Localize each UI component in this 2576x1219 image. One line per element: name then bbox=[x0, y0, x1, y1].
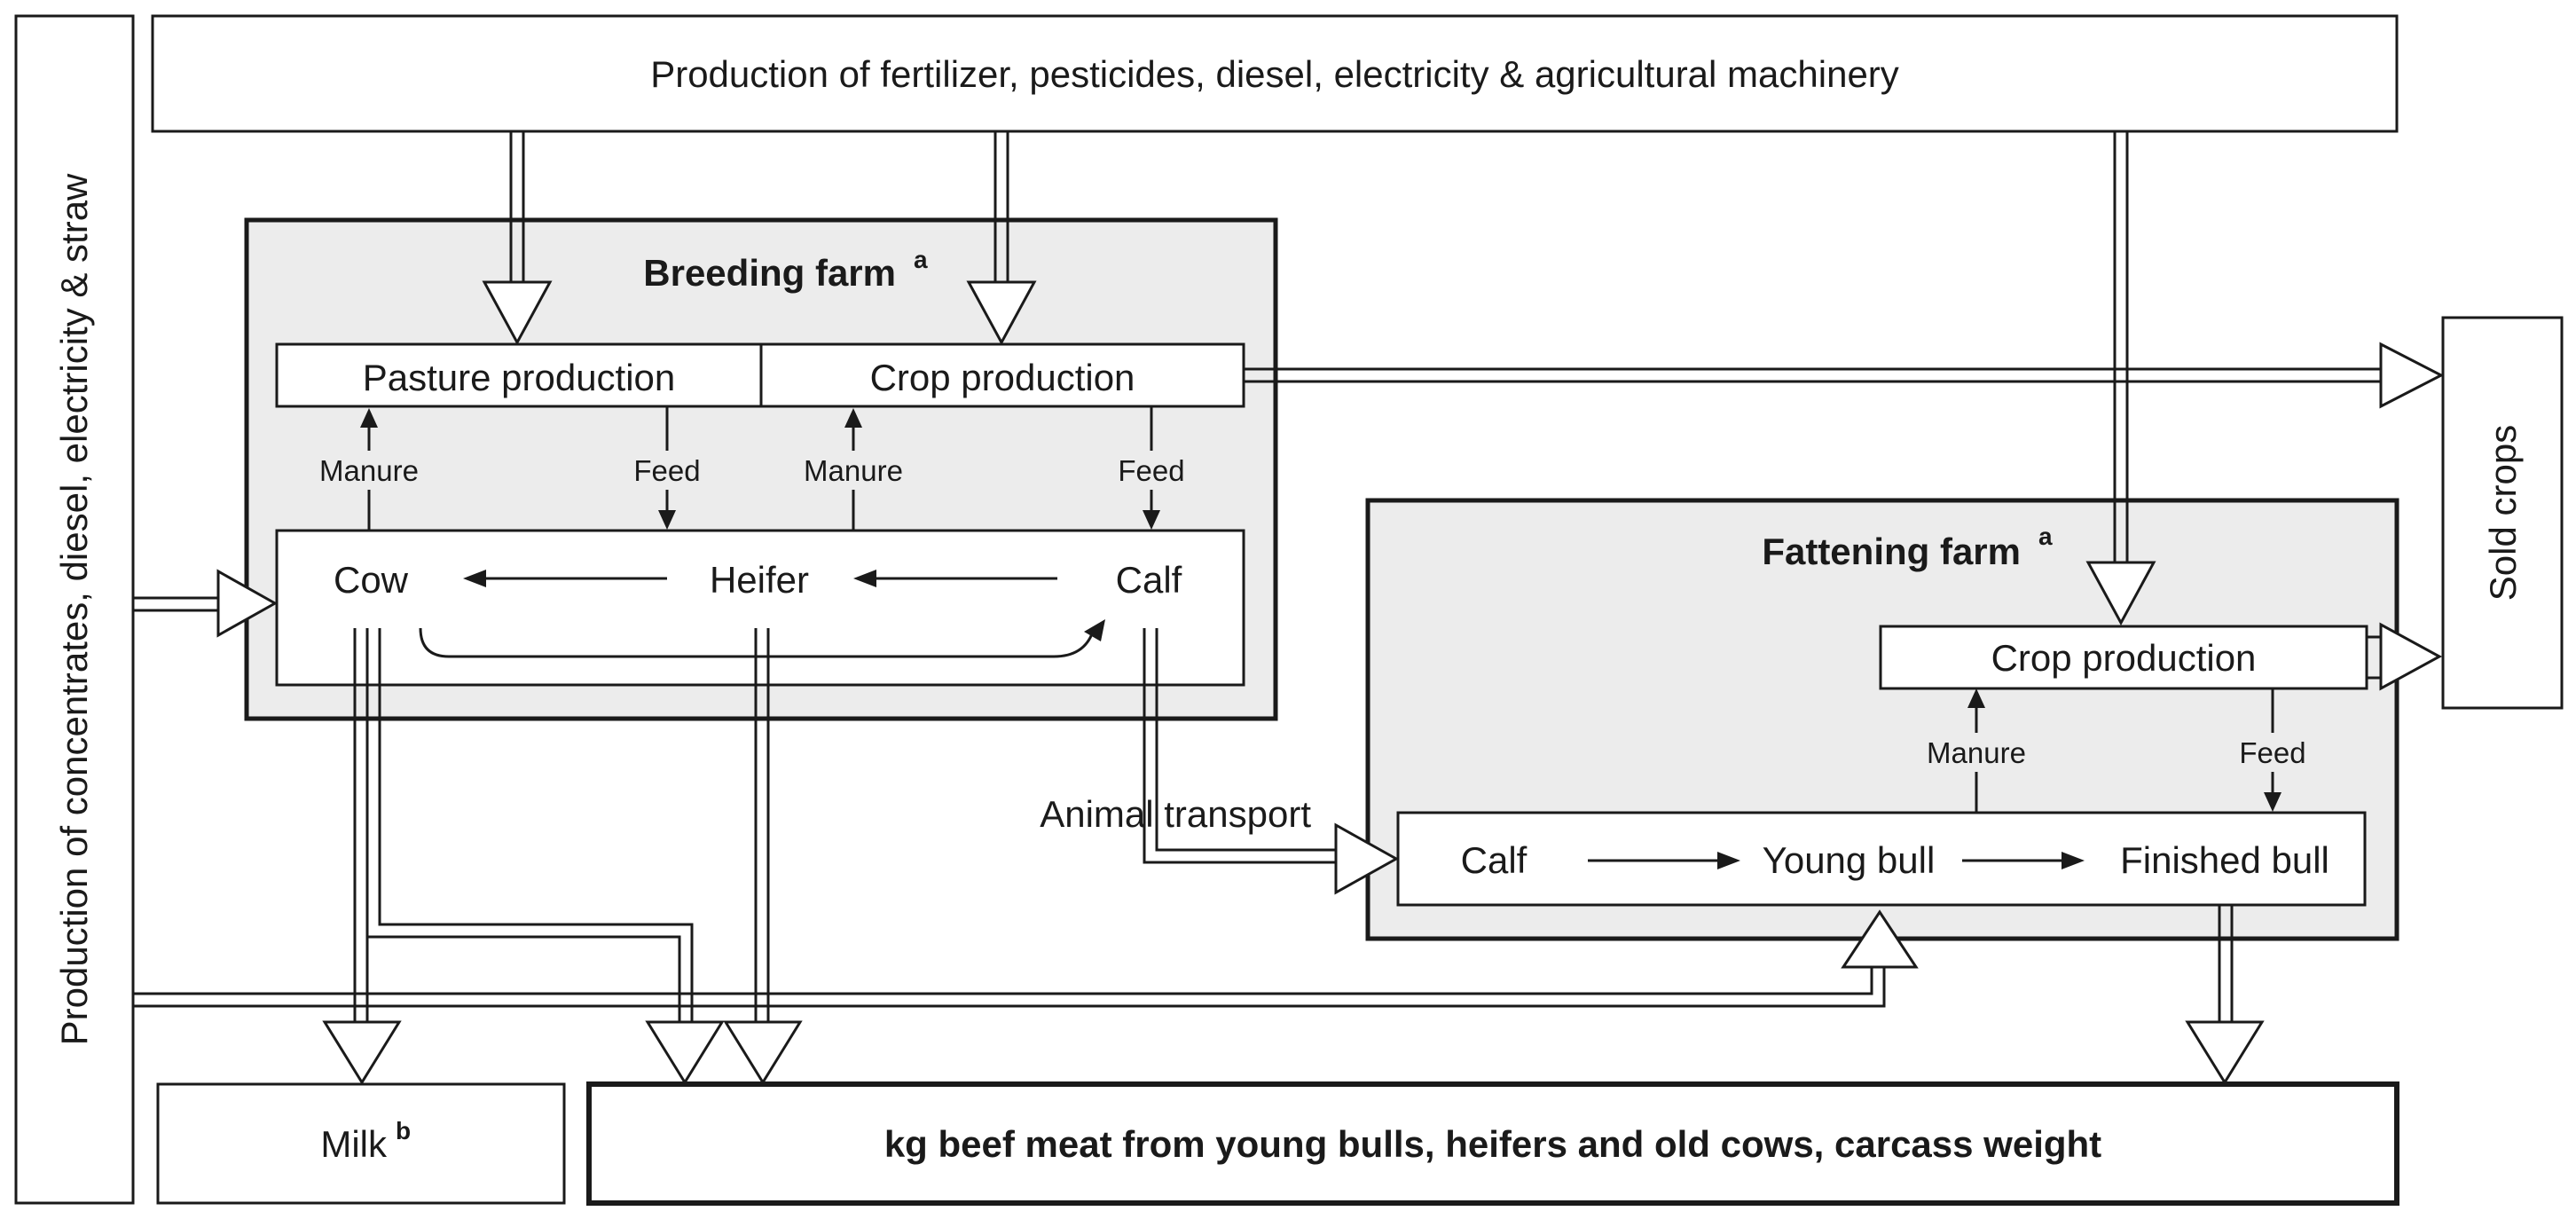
left-input-box: Production of concentrates, diesel, elec… bbox=[14, 14, 135, 1205]
flow-breeding-crop-to-sold bbox=[1244, 342, 2445, 409]
breeding-farm: Breeding farm a Pasture production Crop … bbox=[244, 217, 1278, 721]
beef-output-label: kg beef meat from young bulls, heifers a… bbox=[884, 1123, 2101, 1165]
breeding-crop-production-box bbox=[759, 342, 1245, 408]
flow-left-to-fattening bbox=[133, 909, 1919, 1008]
fattening-calf-label: Calf bbox=[1461, 839, 1528, 881]
breeding-farm-superscript: a bbox=[914, 246, 928, 273]
feed-label-1: Feed bbox=[633, 454, 700, 487]
fattening-farm-title: Fattening farm bbox=[1762, 531, 2021, 572]
top-input-box: Production of fertilizer, pesticides, di… bbox=[151, 14, 2399, 133]
milk-label: Milk bbox=[320, 1123, 388, 1165]
fattening-farm: Fattening farm a Crop production Calf Yo… bbox=[1365, 498, 2399, 941]
breeding-animals-box bbox=[275, 529, 1245, 687]
top-input-label: Production of fertilizer, pesticides, di… bbox=[650, 53, 1899, 95]
fattening-farm-superscript: a bbox=[2038, 523, 2053, 550]
feed-label-2: Feed bbox=[1118, 454, 1184, 487]
finished-bull-label: Finished bull bbox=[2120, 839, 2329, 881]
beef-output-box: kg beef meat from young bulls, heifers a… bbox=[586, 1081, 2399, 1206]
cow-to-calf-arrow bbox=[419, 627, 1095, 658]
fattening-manure-label: Manure bbox=[1927, 736, 2026, 769]
flow-left-to-breeding bbox=[133, 569, 279, 638]
animal-transport-label: Animal transport bbox=[1040, 793, 1311, 835]
flow-fattening-crop-to-sold bbox=[2367, 622, 2443, 691]
young-bull-label: Young bull bbox=[1763, 839, 1936, 881]
fattening-crop-production-label: Crop production bbox=[1991, 637, 2257, 679]
flow-top-to-pasture bbox=[482, 131, 553, 346]
manure-label-1: Manure bbox=[319, 454, 419, 487]
sold-crops-box: Sold crops bbox=[2441, 316, 2564, 710]
milk-output-box: Milk b bbox=[156, 1082, 566, 1205]
sold-crops-label: Sold crops bbox=[2482, 425, 2524, 601]
fattening-feed-label: Feed bbox=[2239, 736, 2305, 769]
flow-finished-bull-to-beef bbox=[2185, 905, 2265, 1085]
pasture-production-label: Pasture production bbox=[363, 357, 676, 398]
manure-label-2: Manure bbox=[804, 454, 903, 487]
fattening-crop-production-box bbox=[1879, 625, 2368, 690]
breeding-crop-production-label: Crop production bbox=[870, 357, 1135, 398]
flow-top-to-fattening-crop bbox=[2085, 131, 2156, 626]
flow-top-to-breeding-crop bbox=[966, 131, 1037, 346]
flow-cow-to-beef bbox=[365, 628, 725, 1085]
cow-label: Cow bbox=[334, 559, 409, 601]
breeding-calf-label: Calf bbox=[1116, 559, 1182, 601]
breeding-farm-title: Breeding farm bbox=[643, 252, 896, 294]
heifer-label: Heifer bbox=[710, 559, 809, 601]
left-input-label: Production of concentrates, diesel, elec… bbox=[53, 173, 95, 1045]
milk-superscript: b bbox=[396, 1117, 411, 1144]
flow-animal-transport bbox=[1143, 628, 1400, 895]
fattening-animals-box bbox=[1396, 811, 2367, 907]
flow-heifer-to-beef bbox=[723, 628, 803, 1085]
